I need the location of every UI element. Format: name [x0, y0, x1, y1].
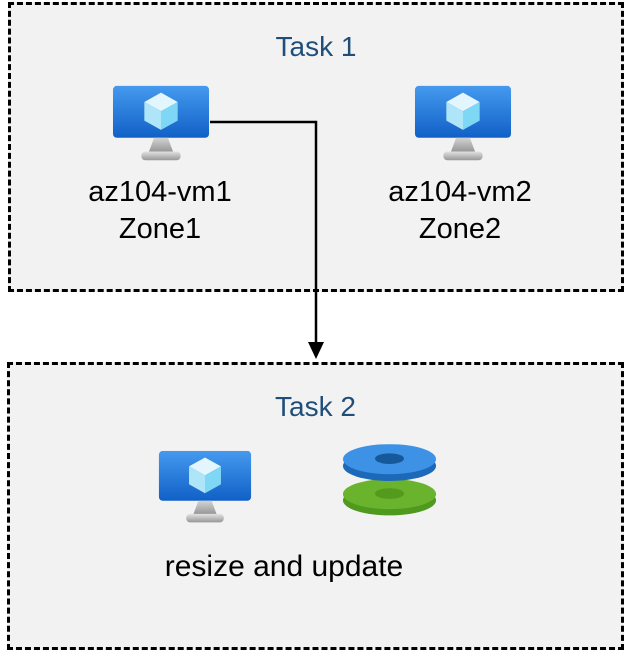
vm2-label: az104-vm2 Zone2 [360, 174, 560, 248]
vm2-zone: Zone2 [418, 213, 502, 245]
vm1-label: az104-vm1 Zone1 [60, 174, 260, 248]
vm1-name: az104-vm1 [88, 176, 232, 208]
task1-title: Task 1 [275, 31, 357, 62]
task1-box: Task 1 az104-vm1 Zone1 az104-vm2 Zone2 [8, 2, 624, 292]
vm2-name: az104-vm2 [388, 176, 532, 208]
task2-managed-disks-icon [341, 444, 438, 516]
vm1-zone: Zone1 [118, 213, 202, 245]
vm2-virtual-machine-icon [414, 85, 512, 165]
task2-virtual-machine-icon [158, 450, 252, 527]
vm1-virtual-machine-icon [112, 85, 210, 165]
task2-caption: resize and update [164, 550, 404, 583]
task2-title: Task 2 [275, 391, 356, 422]
flow-arrow-head [308, 342, 324, 359]
task2-box: Task 2 resize and update [7, 362, 624, 650]
